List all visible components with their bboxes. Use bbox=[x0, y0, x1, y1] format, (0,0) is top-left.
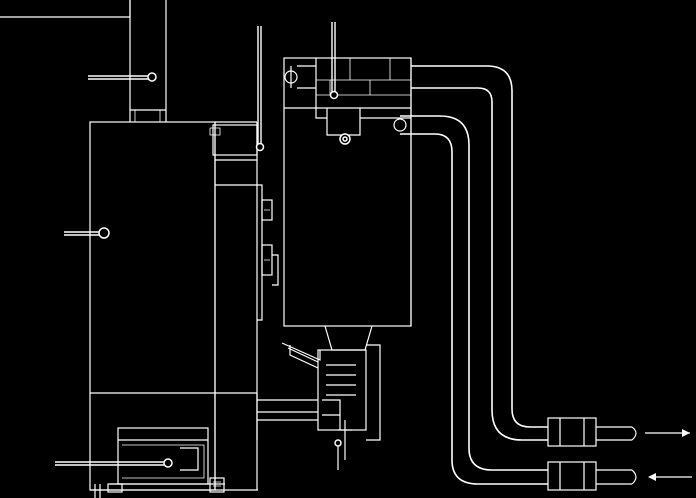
boiler-body bbox=[89, 121, 258, 491]
callout-leader-2 bbox=[64, 227, 110, 239]
flue-pipe bbox=[129, 0, 167, 122]
callout-leader-1 bbox=[88, 72, 157, 82]
callout-leader-3 bbox=[55, 458, 173, 468]
thermometer-probe bbox=[334, 439, 342, 470]
pipe-couplings bbox=[547, 417, 637, 491]
callout-leader-4 bbox=[255, 26, 265, 152]
hopper-tank bbox=[283, 57, 412, 327]
boiler-side-casing bbox=[209, 122, 279, 490]
flow-arrow-out bbox=[645, 429, 690, 437]
return-pipe bbox=[393, 115, 548, 485]
wall-outline bbox=[0, 0, 131, 18]
burner-assembly bbox=[257, 344, 381, 460]
ash-drawer bbox=[94, 427, 225, 498]
callout-leader-6 bbox=[339, 133, 351, 145]
callout-leader-5 bbox=[329, 22, 339, 100]
supply-pipe bbox=[284, 65, 548, 441]
flow-arrow-in bbox=[648, 473, 692, 481]
hopper-funnel bbox=[281, 325, 373, 369]
